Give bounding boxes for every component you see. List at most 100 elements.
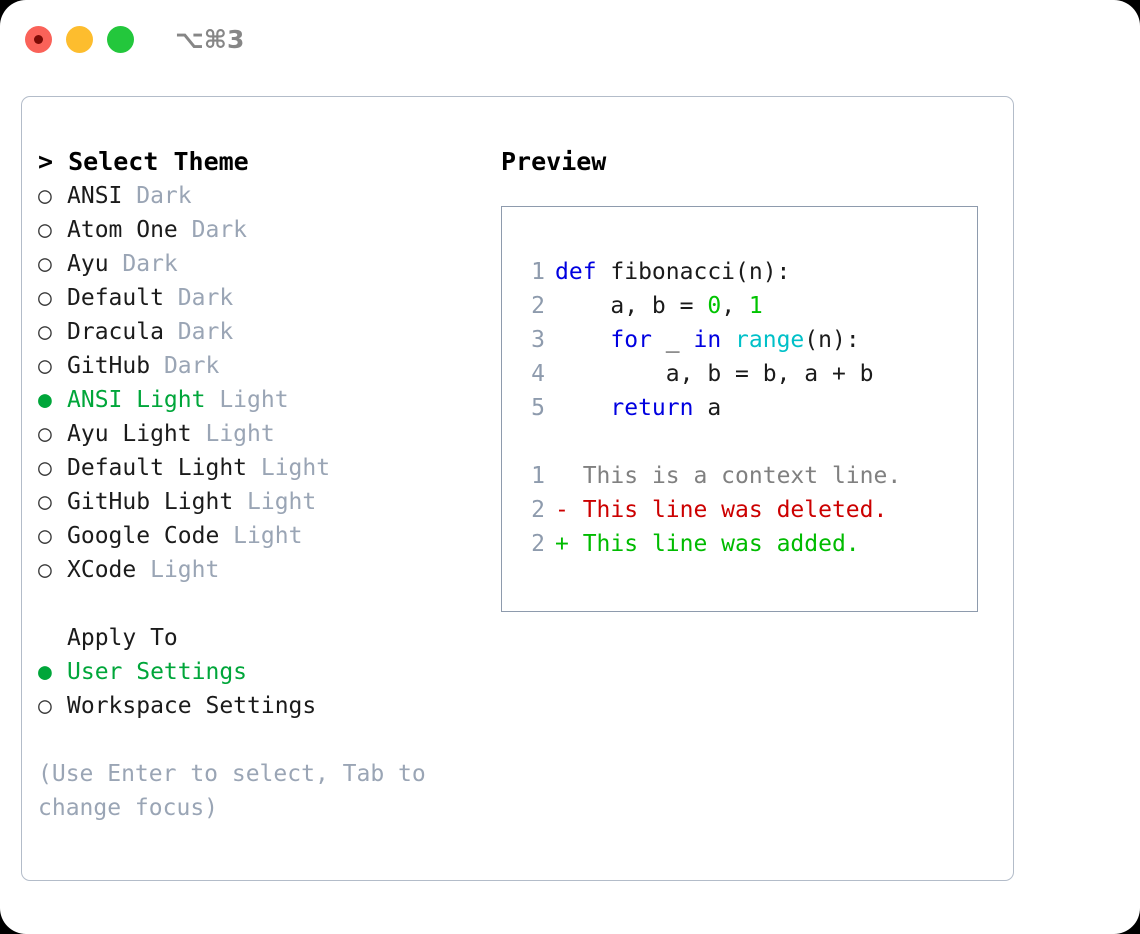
radio-unselected-icon: ○ — [38, 285, 52, 311]
theme-option-github[interactable]: ○ GitHub Dark — [38, 349, 492, 383]
code-line: 2 a, b = 0, 1 — [519, 289, 977, 323]
minimize-button[interactable] — [66, 25, 93, 53]
theme-variant-badge: Dark — [122, 183, 192, 209]
theme-option-xcode[interactable]: ○XCode Light — [38, 553, 492, 587]
radio-unselected-icon: ○ — [38, 183, 52, 209]
code-token: for — [610, 327, 652, 353]
code-token: _ — [651, 327, 694, 353]
theme-option-ansi-light[interactable]: ● ANSI Light Light — [38, 383, 492, 417]
code-token: a — [693, 395, 722, 421]
code-token: a, b = — [555, 293, 708, 319]
radio-selected-icon: ● — [38, 387, 52, 413]
line-number: 1 — [531, 259, 545, 285]
diff-text: This is a context line. — [582, 463, 902, 489]
diff-line-ctx: 1 This is a context line. — [519, 459, 977, 493]
code-line: 3 for _ in range(n): — [519, 323, 977, 357]
radio-unselected-icon: ○ — [38, 353, 52, 379]
apply-to-list[interactable]: ● User Settings ○ Workspace Settings — [38, 655, 492, 723]
theme-variant-badge: Light — [191, 421, 275, 447]
theme-picker-column: > Select Theme ○ANSI Dark○Atom One Dark○… — [22, 97, 492, 880]
theme-option-ayu[interactable]: ○ Ayu Dark — [38, 247, 492, 281]
theme-option-label: Dracula — [67, 319, 164, 345]
code-token: (n): — [804, 327, 860, 353]
theme-option-label: ANSI — [67, 183, 123, 209]
radio-unselected-icon: ○ — [38, 319, 52, 345]
theme-variant-badge: Dark — [108, 251, 178, 277]
theme-option-label: ANSI Light — [67, 387, 206, 413]
code-token: return — [610, 395, 694, 421]
code-token: a, b = b, a + b — [555, 361, 874, 387]
radio-selected-icon: ● — [38, 659, 52, 685]
close-button[interactable] — [25, 25, 52, 53]
radio-unselected-icon: ○ — [38, 693, 52, 719]
theme-option-ayu-light[interactable]: ○ Ayu Light Light — [38, 417, 492, 451]
line-number: 5 — [531, 395, 545, 421]
theme-option-label: Default — [67, 285, 164, 311]
radio-unselected-icon: ○ — [38, 489, 52, 515]
code-token: range — [735, 327, 805, 353]
radio-unselected-icon: ○ — [38, 455, 52, 481]
theme-option-label: GitHub — [67, 353, 151, 379]
apply-to-option-label: User Settings — [67, 659, 248, 685]
diff-text: This line was added. — [582, 531, 860, 557]
apply-to-option-label: Workspace Settings — [67, 693, 317, 719]
radio-unselected-icon: ○ — [38, 421, 52, 447]
theme-option-label: Google Code — [67, 523, 220, 549]
theme-variant-badge: Light — [233, 489, 317, 515]
theme-option-dracula[interactable]: ○ Dracula Dark — [38, 315, 492, 349]
code-token: in — [693, 327, 722, 353]
line-number: 2 — [531, 497, 545, 523]
close-icon — [34, 34, 43, 44]
apply-to-option-workspace-settings[interactable]: ○ Workspace Settings — [38, 689, 492, 723]
diff-line-add: 2 + This line was added. — [519, 527, 977, 561]
radio-unselected-icon: ○ — [38, 251, 52, 277]
theme-variant-badge: Light — [247, 455, 331, 481]
diff-sample: 1 This is a context line.2- This line wa… — [519, 459, 977, 561]
code-diff-separator — [519, 425, 977, 459]
maximize-button[interactable] — [107, 25, 134, 53]
code-token — [555, 327, 610, 353]
theme-option-label: GitHub Light — [67, 489, 234, 515]
theme-option-default[interactable]: ○ Default Dark — [38, 281, 492, 315]
theme-option-atom-one[interactable]: ○Atom One Dark — [38, 213, 492, 247]
code-line: 1 def fibonacci(n): — [519, 255, 977, 289]
radio-unselected-icon: ○ — [38, 523, 52, 549]
theme-option-label: Ayu — [67, 251, 109, 277]
line-number: 2 — [531, 293, 545, 319]
line-number: 2 — [531, 531, 545, 557]
diff-marker — [555, 463, 583, 489]
keyboard-hint: (Use Enter to select, Tab to change focu… — [38, 761, 440, 821]
theme-variant-badge: Light — [205, 387, 289, 413]
theme-variant-badge: Light — [136, 557, 220, 583]
theme-option-label: Atom One — [67, 217, 178, 243]
apply-to-option-user-settings[interactable]: ● User Settings — [38, 655, 492, 689]
theme-variant-badge: Dark — [163, 319, 234, 345]
theme-option-github-light[interactable]: ○ GitHub Light Light — [38, 485, 492, 519]
diff-marker: + — [555, 531, 583, 557]
window-title: ⌥⌘3 — [175, 24, 245, 54]
theme-option-google-code[interactable]: ○Google Code Light — [38, 519, 492, 553]
theme-variant-badge: Dark — [150, 353, 220, 379]
list-spacer — [38, 587, 492, 621]
code-token: def — [555, 259, 597, 285]
theme-variant-badge: Dark — [163, 285, 234, 311]
code-token — [555, 395, 610, 421]
diff-text: This line was deleted. — [582, 497, 888, 523]
theme-option-label: Default Light — [67, 455, 248, 481]
line-number: 3 — [531, 327, 545, 353]
theme-option-label: Ayu Light — [67, 421, 192, 447]
theme-option-default-light[interactable]: ○ Default Light Light — [38, 451, 492, 485]
code-token: fibonacci(n): — [596, 259, 791, 285]
theme-list[interactable]: ○ANSI Dark○Atom One Dark○Ayu Dark○Defaul… — [38, 179, 492, 587]
code-token: 1 — [748, 293, 763, 319]
theme-option-ansi[interactable]: ○ ANSI Dark — [38, 179, 492, 213]
code-token — [721, 327, 735, 353]
title-bar: ⌥⌘3 — [0, 0, 1140, 78]
page-title: > Select Theme — [38, 147, 249, 176]
apply-to-label: Apply To — [67, 625, 178, 651]
code-token: , — [721, 293, 749, 319]
theme-option-label: XCode — [67, 557, 137, 583]
